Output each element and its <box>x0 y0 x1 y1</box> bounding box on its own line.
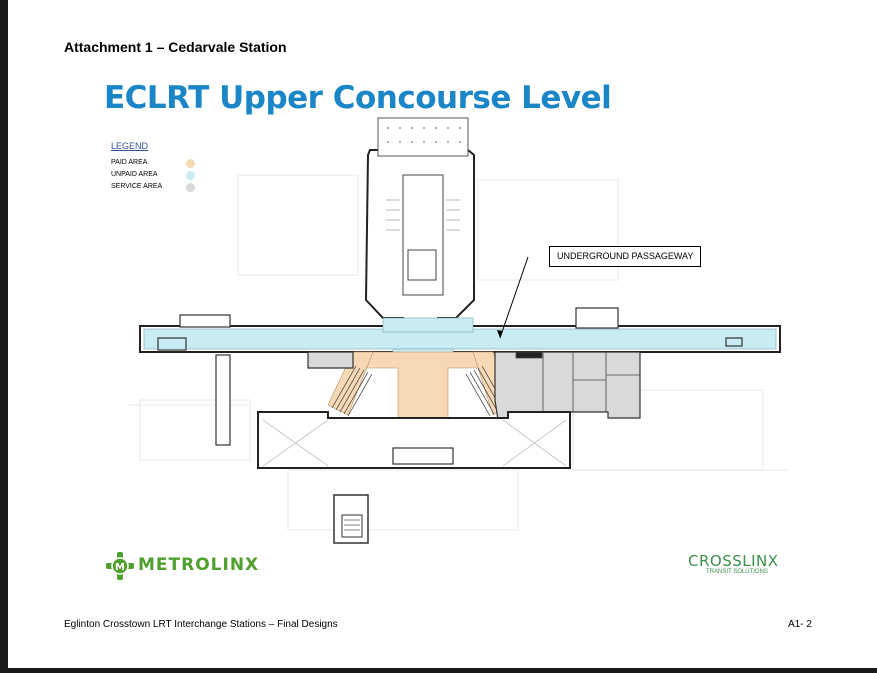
north-structure <box>364 117 475 329</box>
legend-item-paid: PAID AREA <box>111 157 211 169</box>
legend-item-unpaid: UNPAID AREA <box>111 169 211 181</box>
plan-title: ECLRT Upper Concourse Level <box>104 80 612 116</box>
floor-plan-drawing <box>128 117 788 544</box>
legend: LEGEND PAID AREA UNPAID AREA SERVICE ARE… <box>111 141 211 193</box>
metrolinx-logo: M METROLINX <box>106 552 258 580</box>
crosslinx-tagline: TRANSIT SOLUTIONS <box>706 569 768 575</box>
passageway-callout: UNDERGROUND PASSAGEWAY <box>549 246 702 267</box>
attachment-title: Attachment 1 – Cedarvale Station <box>64 39 287 55</box>
metrolinx-wordmark: METROLINX <box>138 555 260 575</box>
background-context-lines <box>128 174 788 531</box>
metrolinx-mark-icon: M <box>106 552 134 580</box>
document-page: Attachment 1 – Cedarvale Station ECLRT U… <box>8 0 877 668</box>
service-area-swatch <box>186 183 195 192</box>
south-stair <box>333 494 369 544</box>
legend-title: LEGEND <box>111 141 149 151</box>
unpaid-area-swatch <box>186 171 195 180</box>
paid-area-swatch <box>186 159 195 168</box>
service-area <box>307 351 641 421</box>
legend-label: SERVICE AREA <box>111 183 163 190</box>
east-structure <box>575 307 743 347</box>
lower-hall <box>257 411 571 469</box>
legend-item-service: SERVICE AREA <box>111 181 211 193</box>
callout-arrow <box>497 256 529 339</box>
west-shaft <box>157 314 231 446</box>
crosslinx-wordmark: CROSSLINX <box>688 552 779 570</box>
svg-text:M: M <box>115 562 125 573</box>
legend-label: UNPAID AREA <box>111 171 158 178</box>
service-rooms <box>515 351 640 412</box>
footer-document-title: Eglinton Crosstown LRT Interchange Stati… <box>64 619 338 630</box>
crosslinx-logo: CROSSLINX TRANSIT SOLUTIONS <box>688 552 788 582</box>
footer-page-number: A1- 2 <box>788 619 812 630</box>
legend-label: PAID AREA <box>111 159 148 166</box>
